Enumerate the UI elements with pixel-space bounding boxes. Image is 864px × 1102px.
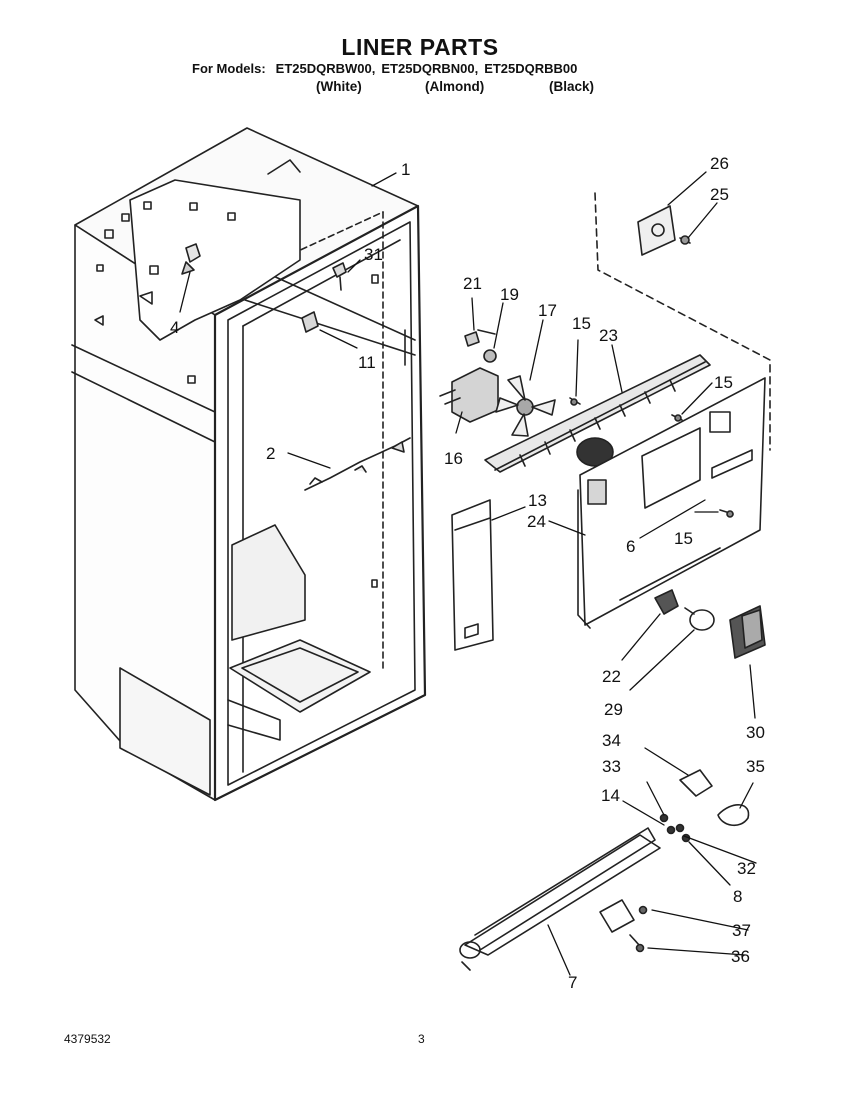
callout-14: 14 xyxy=(601,786,620,805)
callout-30: 30 xyxy=(746,723,765,742)
callout-35: 35 xyxy=(746,757,765,776)
defrost-heater-7 xyxy=(459,827,661,971)
model-black: ET25DQRBB00 xyxy=(484,61,578,76)
callout-1: 1 xyxy=(401,160,410,179)
leader-lines xyxy=(179,171,757,976)
callout-21: 21 xyxy=(463,274,482,293)
variant-almond: (Almond) xyxy=(425,79,485,94)
screw-15-a xyxy=(569,397,581,406)
variant-black: (Black) xyxy=(549,79,595,94)
screw-31 xyxy=(332,262,347,291)
callout-labels: 1 2 4 31 11 21 19 17 15 23 15 16 13 24 6… xyxy=(170,154,765,992)
liner-cabinet xyxy=(71,127,427,802)
callout-15-right: 15 xyxy=(714,373,733,392)
clip-11 xyxy=(301,311,319,333)
callout-8: 8 xyxy=(733,887,742,906)
model-almond: ET25DQRBN00, xyxy=(381,61,479,76)
fan-motor-assembly xyxy=(439,329,499,423)
document-number: 4379532 xyxy=(64,1032,111,1046)
model-white: ET25DQRBW00, xyxy=(275,61,376,76)
callout-25: 25 xyxy=(710,185,729,204)
callout-7: 7 xyxy=(568,973,577,992)
light-shield-30 xyxy=(729,605,766,659)
models-line: For Models: ET25DQRBW00, ET25DQRBN00, ET… xyxy=(192,61,577,76)
damper-clip-4 xyxy=(181,243,201,275)
callout-31: 31 xyxy=(364,245,383,264)
variant-white: (White) xyxy=(316,79,362,94)
callout-19: 19 xyxy=(500,285,519,304)
light-bulb-29 xyxy=(684,607,715,631)
callout-24: 24 xyxy=(527,512,546,531)
page-title: LINER PARTS xyxy=(341,34,499,60)
light-socket-22 xyxy=(654,589,679,615)
page-number: 3 xyxy=(418,1032,425,1046)
callout-34: 34 xyxy=(602,731,621,750)
callout-23: 23 xyxy=(599,326,618,345)
air-channel-23 xyxy=(484,354,711,473)
light-harness-2 xyxy=(304,437,411,491)
callout-36: 36 xyxy=(731,947,750,966)
callout-16: 16 xyxy=(444,449,463,468)
callout-2: 2 xyxy=(266,444,275,463)
callout-26: 26 xyxy=(710,154,729,173)
dashed-guide-panel xyxy=(594,192,771,451)
callout-33: 33 xyxy=(602,757,621,776)
screw-15-b xyxy=(671,414,683,422)
callout-11: 11 xyxy=(358,353,376,372)
callout-22: 22 xyxy=(602,667,621,686)
callout-6: 6 xyxy=(626,537,635,556)
control-bracket-26 xyxy=(637,205,691,256)
air-duct-13 xyxy=(451,499,494,651)
models-label: For Models: xyxy=(192,61,266,76)
screw-15-c xyxy=(719,509,734,518)
freezer-panel-24 xyxy=(577,377,766,629)
callout-17: 17 xyxy=(538,301,557,320)
callout-29: 29 xyxy=(604,700,623,719)
callout-32: 32 xyxy=(737,859,756,878)
callout-37: 37 xyxy=(732,921,751,940)
heater-parts xyxy=(599,769,750,953)
callout-15-top: 15 xyxy=(572,314,591,333)
fan-blade-17 xyxy=(495,375,556,437)
callout-15-bottom: 15 xyxy=(674,529,693,548)
callout-4: 4 xyxy=(170,318,179,337)
callout-13: 13 xyxy=(528,491,547,510)
